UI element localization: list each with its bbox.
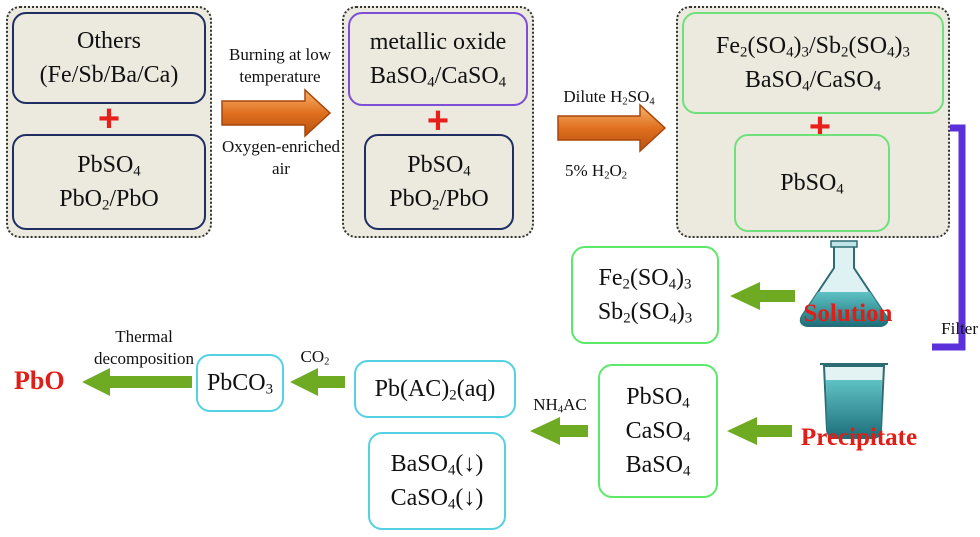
- process-arrow-burning: [221, 88, 332, 138]
- others-line2: (Fe/Sb/Ba/Ca): [39, 62, 179, 88]
- ammonium-acetate-label: NH4AC: [533, 395, 587, 416]
- solution-line2: Sb2(SO4)3: [597, 299, 693, 327]
- residue-line1: BaSO4(↓): [390, 451, 484, 479]
- precipitate-line1: PbSO4: [626, 384, 690, 412]
- oxide-line2: BaSO4/CaSO4: [369, 63, 507, 91]
- arrow-co2: [290, 368, 345, 396]
- solution-line1: Fe2(SO4)3: [598, 265, 692, 293]
- precipitate-label: Precipitate: [800, 424, 918, 451]
- arrow-to-precipitate-box: [727, 417, 792, 445]
- process-arrow-leaching: [557, 103, 667, 153]
- peroxide-label: 5% H2O2: [564, 161, 627, 182]
- solution-label: Solution: [803, 300, 893, 327]
- arrow-thermal: [82, 368, 192, 396]
- oxide-line1: metallic oxide: [369, 29, 507, 55]
- others-box: Others (Fe/Sb/Ba/Ca): [12, 12, 206, 104]
- lead-line2: PbO2/PbO: [389, 186, 489, 214]
- dilute-acid-label: Dilute H2SO4: [563, 87, 655, 108]
- lead-compounds-box: PbSO4 PbO2/PbO: [12, 134, 206, 230]
- lead-carbonate-box: PbCO3: [196, 354, 284, 412]
- product-label: PbO: [14, 366, 65, 395]
- thermal-decomposition-label: Thermal decomposition: [93, 327, 195, 368]
- flask-icon: [799, 240, 889, 327]
- sulfate-line2: BaSO4/CaSO4: [744, 67, 882, 95]
- burning-label: Burning at low temperature: [229, 45, 331, 86]
- filter-label: Filter: [941, 319, 978, 338]
- precipitate-box: PbSO4 CaSO4 BaSO4: [598, 364, 718, 498]
- oxygen-label: Oxygen-enriched air: [221, 137, 340, 178]
- others-line1: Others: [77, 28, 141, 54]
- sulfates-box: Fe2(SO4)3/Sb2(SO4)3 BaSO4/CaSO4: [682, 12, 944, 114]
- lead-acetate: Pb(AC)2(aq): [374, 376, 496, 404]
- residue-box: BaSO4(↓) CaSO4(↓): [368, 432, 506, 530]
- metallic-oxide-box: metallic oxide BaSO4/CaSO4: [348, 12, 528, 106]
- lead-line1: PbSO4: [77, 152, 141, 180]
- arrow-to-solution-box: [730, 282, 795, 310]
- lead-compounds-box-2: PbSO4 PbO2/PbO: [364, 134, 514, 230]
- sulfate-line1: Fe2(SO4)3/Sb2(SO4)3: [716, 33, 910, 61]
- lead-acetate-box: Pb(AC)2(aq): [354, 360, 516, 418]
- lead-carbonate: PbCO3: [206, 370, 274, 398]
- lead-sulfate-box: PbSO4: [734, 134, 890, 232]
- lead-line2: PbO2/PbO: [59, 186, 159, 214]
- solution-box: Fe2(SO4)3 Sb2(SO4)3: [571, 246, 719, 344]
- filter-line: [932, 124, 966, 351]
- precipitate-line3: BaSO4: [625, 452, 691, 480]
- lead-sulfate: PbSO4: [780, 170, 844, 198]
- lead-line1: PbSO4: [407, 152, 471, 180]
- plus-sign: +: [97, 98, 121, 140]
- precipitate-line2: CaSO4: [625, 418, 691, 446]
- residue-line2: CaSO4(↓): [390, 485, 484, 513]
- beaker-icon: [820, 363, 888, 439]
- arrow-nh4ac: [530, 417, 588, 445]
- co2-label: CO2: [300, 347, 330, 368]
- plus-sign: +: [426, 100, 450, 142]
